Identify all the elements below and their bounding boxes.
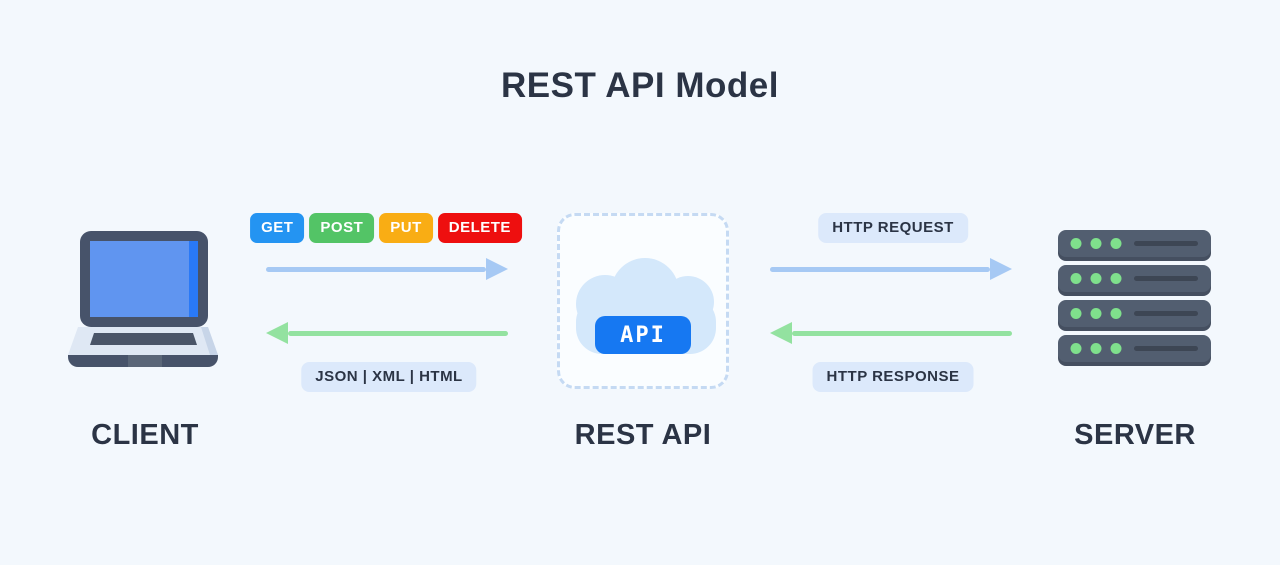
- response-formats-pill: JSON | XML | HTML: [301, 362, 477, 392]
- arrow-shaft: [288, 330, 508, 336]
- arrow-head-left-icon: [266, 322, 288, 344]
- rest-api-box: API: [557, 213, 729, 389]
- client-response-arrow: [266, 321, 508, 345]
- client-request-arrow: [266, 257, 508, 281]
- rest-api-label: REST API: [574, 419, 712, 451]
- arrow-shaft: [770, 266, 990, 272]
- arrow-shaft: [266, 266, 486, 272]
- server-rack-icon: [1058, 230, 1211, 371]
- http-request-pill: HTTP REQUEST: [818, 213, 968, 243]
- http-response-pill: HTTP RESPONSE: [812, 362, 974, 392]
- arrow-head-right-icon: [486, 258, 508, 280]
- method-badge-post: POST: [309, 213, 375, 243]
- method-badge-put: PUT: [379, 213, 433, 243]
- page-title: REST API Model: [501, 66, 779, 105]
- server-response-arrow: [770, 321, 1012, 345]
- arrow-head-left-icon: [770, 322, 792, 344]
- arrow-head-right-icon: [990, 258, 1012, 280]
- client-label: CLIENT: [91, 419, 199, 451]
- method-badge-delete: DELETE: [437, 213, 522, 243]
- client-laptop-icon: [65, 231, 221, 367]
- api-badge: API: [595, 316, 691, 354]
- method-badge-get: GET: [250, 213, 305, 243]
- server-request-arrow: [770, 257, 1012, 281]
- arrow-shaft: [792, 330, 1012, 336]
- http-methods-row: GET POST PUT DELETE: [250, 213, 522, 243]
- server-label: SERVER: [1074, 419, 1196, 451]
